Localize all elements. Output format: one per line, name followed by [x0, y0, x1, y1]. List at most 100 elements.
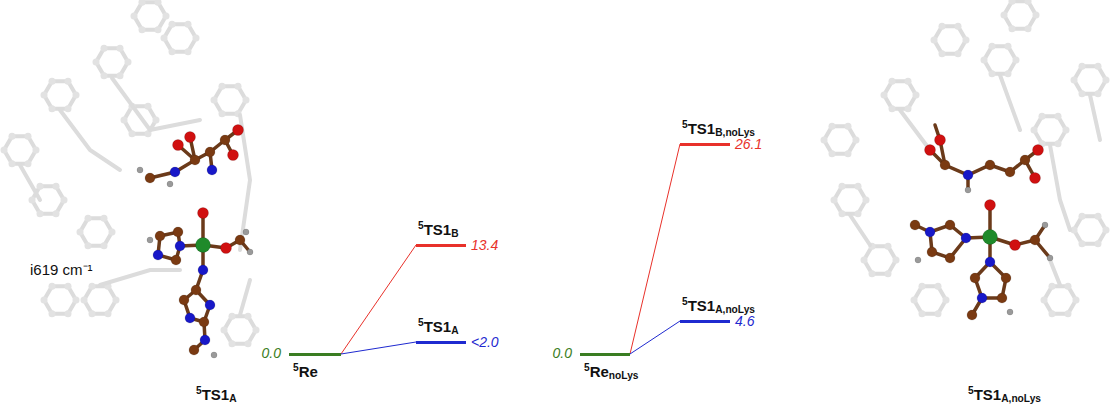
- atom: [233, 125, 244, 136]
- ring-bond: [164, 24, 196, 52]
- ring-atom: [155, 26, 162, 33]
- ring-atom: [221, 327, 228, 334]
- ring-atom: [29, 197, 36, 204]
- ring-atom: [1005, 43, 1012, 50]
- ring-atom: [155, 0, 162, 6]
- ring-atom: [25, 133, 32, 140]
- atom: [179, 295, 189, 305]
- ring-atom: [981, 57, 988, 64]
- ring-atom: [1005, 70, 1012, 77]
- energy-value: 13.4: [471, 238, 498, 252]
- atom: [910, 220, 920, 230]
- bond: [1090, 95, 1100, 140]
- atom: [185, 132, 196, 143]
- ring-atom: [89, 310, 96, 317]
- ring-atom: [153, 117, 160, 124]
- structure-caption: 5TS1A: [196, 386, 237, 404]
- ring-atom: [253, 327, 260, 334]
- state-label: 5TS1B: [418, 221, 459, 239]
- ring-atom: [65, 310, 72, 317]
- bond: [240, 280, 250, 315]
- ring-atom: [1095, 240, 1102, 247]
- atom: [198, 208, 209, 219]
- ring-atom: [861, 257, 868, 264]
- ring-atom: [245, 313, 252, 320]
- atom: [147, 237, 153, 243]
- atom: [221, 243, 232, 254]
- pathway-line: [630, 321, 680, 354]
- bond: [850, 215, 870, 245]
- ring-atom: [53, 183, 60, 190]
- atom: [189, 345, 199, 355]
- ring-atom: [1025, 0, 1032, 5]
- atom: [137, 167, 143, 173]
- ring-atom: [53, 210, 60, 217]
- ring-atom: [85, 242, 92, 249]
- ring-atom: [1079, 240, 1086, 247]
- ring-atom: [913, 92, 920, 99]
- ring-atom: [881, 92, 888, 99]
- ring-atom: [125, 59, 132, 66]
- ring-atom: [845, 150, 852, 157]
- atom: [985, 257, 995, 267]
- atom: [185, 313, 195, 323]
- ring-atom: [211, 97, 218, 104]
- ring-bond: [1044, 286, 1076, 314]
- ring-atom: [963, 37, 970, 44]
- energy-level: 5TS1A,noLys4.6: [680, 320, 730, 323]
- ring-atom: [33, 147, 40, 154]
- ring-bond: [224, 316, 256, 344]
- ring-bond: [1004, 1, 1036, 29]
- ring-atom: [943, 297, 950, 304]
- state-label: 5TS1A: [418, 318, 459, 336]
- ring-atom: [1073, 297, 1080, 304]
- ring-atom: [863, 197, 870, 204]
- ring-atom: [829, 123, 836, 130]
- ring-atom: [41, 297, 48, 304]
- ring-atom: [845, 123, 852, 130]
- bond: [150, 140, 225, 178]
- ring-atom: [61, 197, 68, 204]
- ring-atom: [885, 243, 892, 250]
- ring-atom: [1065, 283, 1072, 290]
- ring-atom: [955, 50, 962, 57]
- ring-atom: [41, 92, 48, 99]
- ring-bond: [884, 81, 916, 109]
- atom: [175, 241, 185, 251]
- ring-atom: [1103, 227, 1110, 234]
- atom: [173, 140, 184, 151]
- ring-atom: [109, 229, 116, 236]
- ring-atom: [219, 83, 226, 90]
- ring-atom: [131, 13, 138, 20]
- atom: [211, 352, 217, 358]
- ring-atom: [49, 283, 56, 290]
- atom: [235, 235, 245, 245]
- bond: [112, 78, 200, 130]
- ring-atom: [219, 110, 226, 117]
- energy-value: 0.0: [553, 346, 572, 360]
- ring-atom: [25, 160, 32, 167]
- atom: [199, 317, 209, 327]
- ring-atom: [101, 45, 108, 52]
- pathway-line: [630, 144, 680, 354]
- ring-atom: [121, 117, 128, 124]
- atom: [970, 273, 980, 283]
- bond: [194, 270, 210, 350]
- ring-atom: [935, 283, 942, 290]
- ring-atom: [1013, 57, 1020, 64]
- ring-atom: [1009, 25, 1016, 32]
- ring-atom: [1055, 113, 1062, 120]
- ring-bond: [1074, 216, 1106, 244]
- bond: [60, 110, 120, 170]
- ring-bond: [914, 286, 946, 314]
- atom: [977, 293, 987, 303]
- ring-atom: [65, 105, 72, 112]
- atom: [1005, 167, 1015, 177]
- ring-atom: [839, 210, 846, 217]
- ring-bond: [934, 26, 966, 54]
- ring-atom: [1, 147, 8, 154]
- atom: [1010, 240, 1021, 251]
- atom: [985, 200, 996, 211]
- ring-atom: [77, 229, 84, 236]
- atom: [247, 249, 253, 255]
